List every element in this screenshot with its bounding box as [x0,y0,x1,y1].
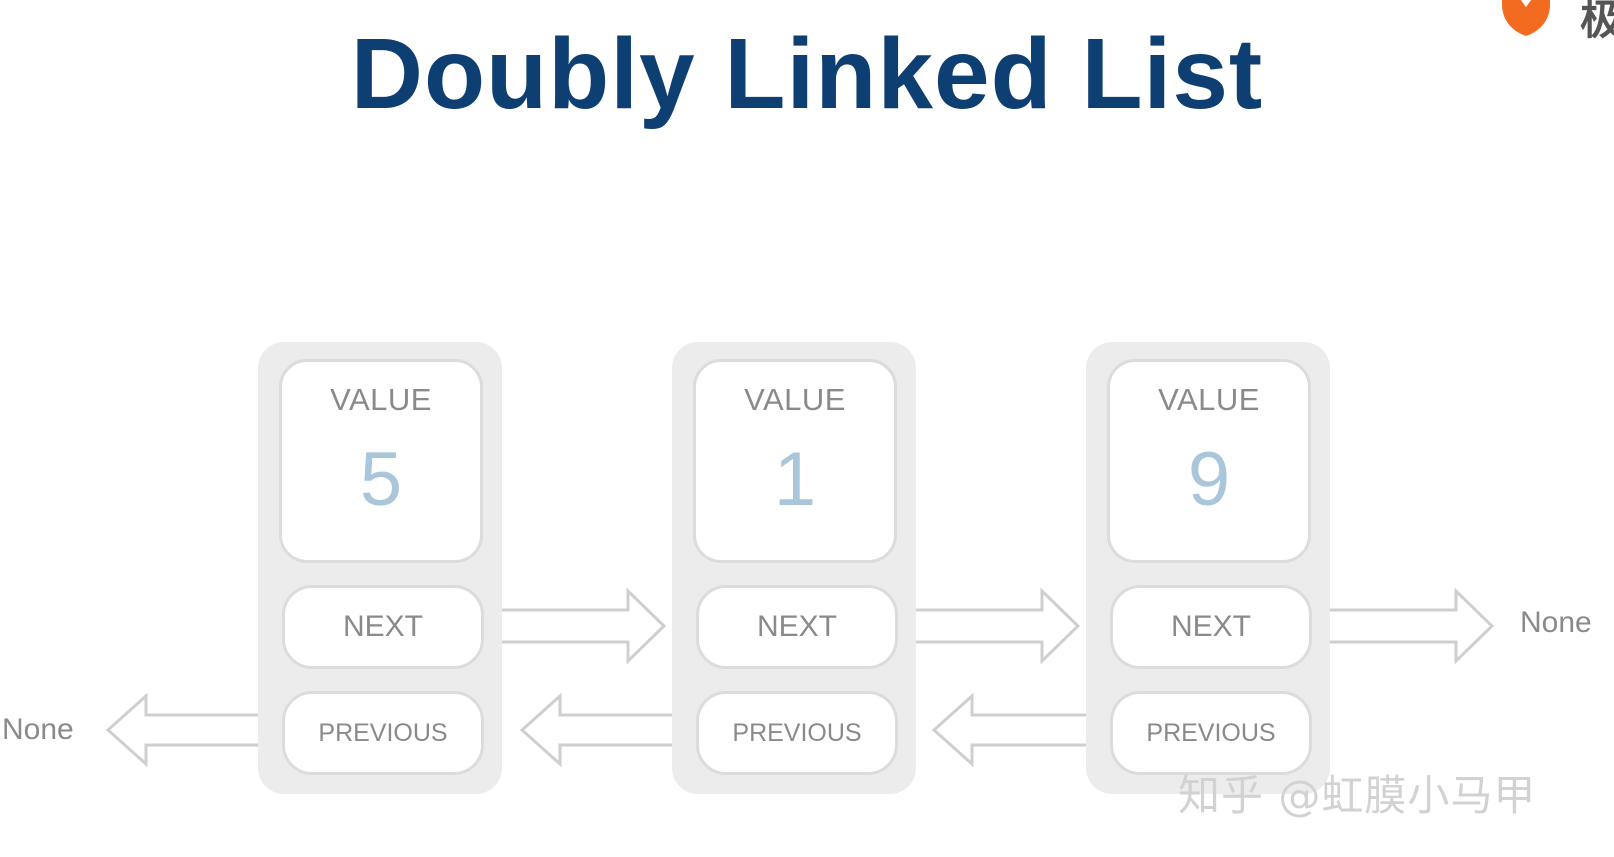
value-number: 5 [359,437,403,522]
head-none-label: None [2,713,74,746]
next-arrow-1 [476,587,667,665]
value-label: VALUE [744,382,846,417]
previous-pointer: PREVIOUS [282,691,484,775]
next-pointer: NEXT [1110,585,1312,669]
list-node: VALUE 1 NEXT PREVIOUS [672,342,916,794]
logo-text: 极 [1580,0,1614,44]
value-number: 1 [773,437,817,522]
list-node: VALUE 5 NEXT PREVIOUS [258,342,502,794]
list-node: VALUE 9 NEXT PREVIOUS [1086,342,1330,794]
previous-pointer: PREVIOUS [1110,691,1312,775]
previous-pointer: PREVIOUS [696,691,898,775]
logo-icon [1502,0,1550,36]
next-pointer: NEXT [696,585,898,669]
slide-title: Doubly Linked List [350,18,1264,130]
next-pointer: NEXT [282,585,484,669]
tail-none-label: None [1520,606,1592,639]
value-label: VALUE [330,382,432,417]
watermark: 知乎 @虹膜小马甲 [1178,771,1537,820]
value-box: VALUE 1 [693,359,897,563]
value-box: VALUE 5 [279,359,483,563]
next-arrow-2 [891,587,1081,665]
value-label: VALUE [1158,382,1260,417]
value-number: 9 [1187,437,1231,522]
next-arrow-3 [1304,587,1495,665]
value-box: VALUE 9 [1107,359,1311,563]
